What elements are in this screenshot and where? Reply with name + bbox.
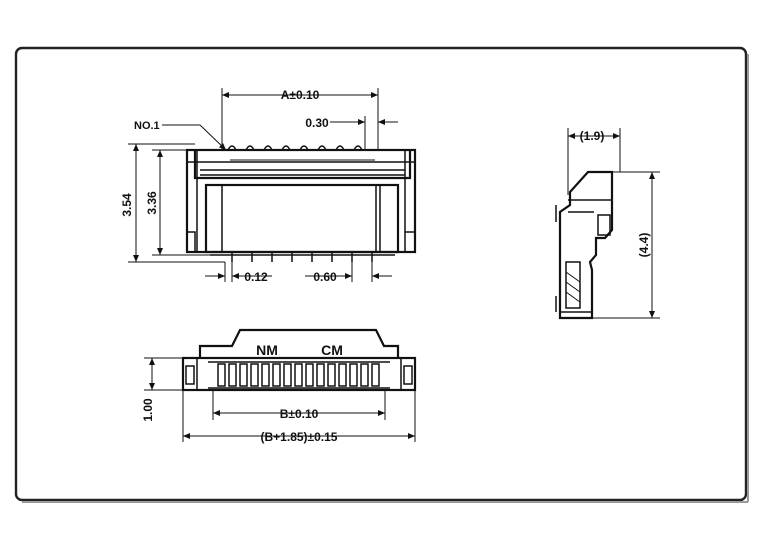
dim-overall-label: (B+1.85)±0.15 xyxy=(261,430,338,444)
dim-side-height-label: (4.4) xyxy=(637,233,651,258)
dim-pitch-label: 0.60 xyxy=(313,270,337,284)
dim-pin-width-label: 0.30 xyxy=(305,116,329,130)
marking-left: NM xyxy=(256,342,278,358)
marking-right: CM xyxy=(321,342,343,358)
dim-contact-span-label: B±0.10 xyxy=(280,407,319,421)
front-view: A±0.10 0.30 NO.1 3.54 3.36 0.12 0.60 xyxy=(120,88,417,284)
dim-height-inner-label: 3.36 xyxy=(145,191,159,215)
dim-lead-label: 0.12 xyxy=(244,270,268,284)
dim-height-outer-label: 3.54 xyxy=(120,193,134,217)
pin1-label: NO.1 xyxy=(134,120,160,132)
drawing-frame xyxy=(14,46,748,502)
side-view: (1.9) (4.4) xyxy=(555,128,660,320)
dim-bottom-depth-label: 1.00 xyxy=(141,398,155,422)
dim-side-depth-label: (1.9) xyxy=(580,129,605,143)
bottom-view: NM CM B±0.10 (B+1.85)±0.15 1.00 xyxy=(141,328,417,444)
dim-width-label: A±0.10 xyxy=(281,88,320,102)
